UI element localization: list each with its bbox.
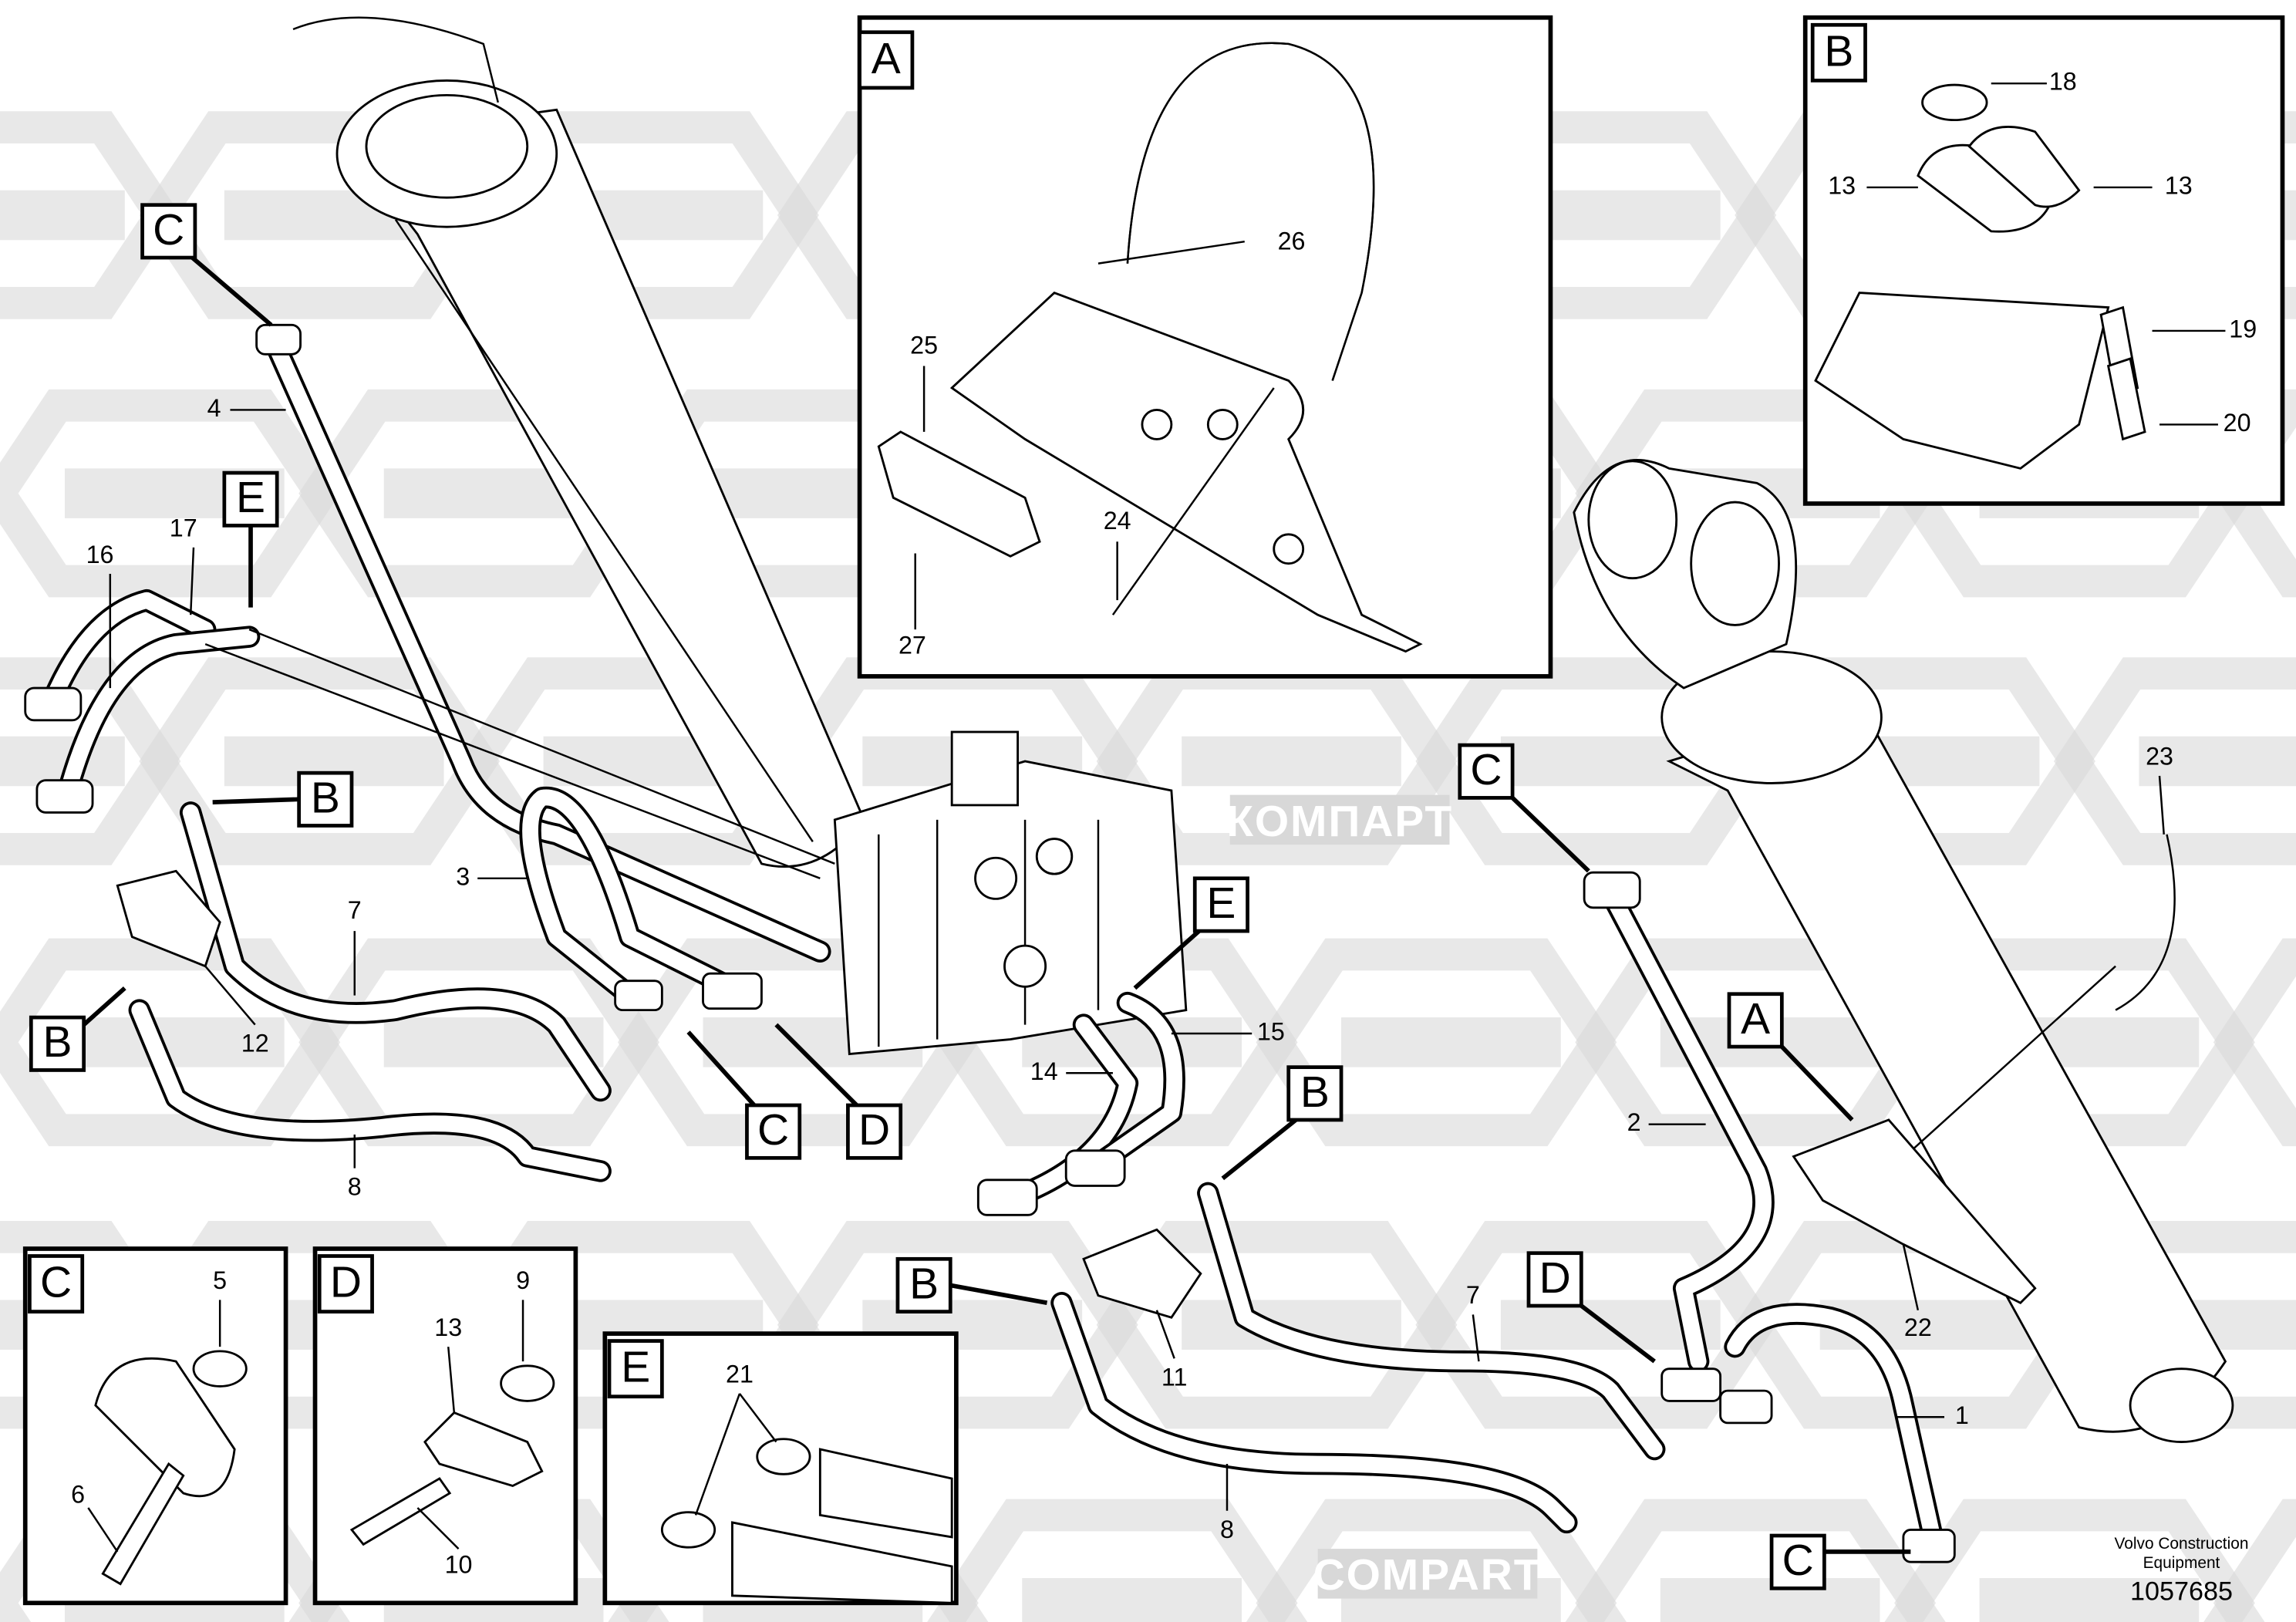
- left-cylinder: [292, 16, 865, 868]
- callout: 13: [434, 1313, 462, 1341]
- svg-text:B: B: [1824, 26, 1853, 76]
- svg-text:A: A: [872, 34, 901, 83]
- watermark-tile: [2213, 938, 2296, 1147]
- hoses: [40, 340, 2176, 1549]
- detail-box-c: C 5 6: [22, 1246, 288, 1606]
- svg-text:C: C: [153, 205, 184, 255]
- detail-box-d: D 9 13 10: [312, 1246, 578, 1606]
- marker-b: B: [1221, 1065, 1344, 1181]
- marker-a: A: [1727, 992, 1854, 1121]
- watermark: КОМПАРТ: [1226, 794, 1453, 846]
- svg-text:B: B: [909, 1259, 939, 1308]
- svg-text:B: B: [1300, 1067, 1330, 1117]
- svg-text:E: E: [1206, 878, 1236, 928]
- marker-b: B: [212, 771, 354, 828]
- svg-text:B: B: [42, 1017, 72, 1067]
- detail-box-a: A 26 25 24 27: [857, 15, 1553, 679]
- svg-text:A: A: [1741, 994, 1770, 1044]
- callout: 17: [170, 514, 197, 542]
- marker-d: D: [1526, 1251, 1656, 1364]
- callout: 4: [207, 394, 221, 422]
- control-valve: [833, 730, 1188, 1056]
- callout: 13: [2165, 171, 2193, 199]
- callout: 20: [2224, 409, 2251, 437]
- callout: 7: [348, 896, 362, 924]
- callout: 10: [445, 1550, 473, 1578]
- svg-text:C: C: [1470, 745, 1502, 794]
- callout: 18: [2049, 68, 2077, 96]
- callout: 6: [71, 1480, 85, 1508]
- marker-b: B: [895, 1256, 1048, 1313]
- marker-c: C: [140, 203, 273, 327]
- view-markers: C E B B C D E B B C A D C: [29, 203, 1911, 1590]
- svg-text:D: D: [1539, 1253, 1571, 1303]
- marker-b: B: [29, 986, 126, 1072]
- callout: 15: [1257, 1018, 1285, 1046]
- callout: 1: [1955, 1401, 1969, 1429]
- svg-text:E: E: [236, 473, 265, 522]
- callout: 5: [213, 1266, 227, 1294]
- svg-text:C: C: [40, 1258, 72, 1307]
- watermark-text: COMPART: [1313, 1550, 1542, 1600]
- marker-c: C: [686, 1030, 802, 1160]
- callout: 26: [1278, 228, 1306, 255]
- callout: 13: [1828, 171, 1856, 199]
- callout: 21: [726, 1361, 754, 1388]
- drawing-number: 1057685: [2130, 1577, 2233, 1607]
- watermark-tile: [2213, 1499, 2296, 1622]
- callout: 8: [348, 1173, 362, 1201]
- callout: 16: [86, 541, 114, 568]
- callout: 12: [241, 1030, 269, 1057]
- marker-c: C: [1458, 743, 1590, 873]
- watermark-bar: [1229, 794, 1450, 845]
- callout: 2: [1627, 1108, 1641, 1136]
- svg-text:E: E: [621, 1343, 650, 1392]
- marker-e: E: [1133, 876, 1249, 990]
- callout: 22: [1904, 1313, 1932, 1341]
- callout: 24: [1104, 507, 1131, 534]
- callout: 14: [1030, 1057, 1058, 1085]
- detail-box-b: B 18 13 13 19 20: [1802, 15, 2285, 506]
- right-cylinder: [1573, 459, 2234, 1443]
- callout: 25: [910, 331, 938, 359]
- leader-lines: [109, 409, 2165, 1511]
- watermark-tile: [1256, 938, 1617, 1147]
- marker-c: C: [1769, 1533, 1911, 1590]
- watermark-tile: [1894, 1499, 2255, 1622]
- watermark-tile: [2053, 657, 2296, 865]
- svg-text:C: C: [757, 1105, 789, 1155]
- svg-text:C: C: [1782, 1536, 1814, 1585]
- callout: 27: [899, 631, 926, 659]
- callout: 7: [1466, 1281, 1480, 1309]
- flanges: [24, 323, 1956, 1563]
- watermark-text: КОМПАРТ: [1226, 797, 1453, 846]
- watermark-bar: [1317, 1549, 1538, 1599]
- watermark: COMPART: [1313, 1549, 1542, 1600]
- callout: 8: [1220, 1516, 1234, 1543]
- svg-text:D: D: [858, 1105, 890, 1155]
- title-block: Volvo Construction Equipment 1057685: [2115, 1535, 2249, 1606]
- detail-box-e: E 21: [602, 1331, 959, 1606]
- watermark-tile: [1575, 1499, 1937, 1622]
- watermark-tile: [298, 938, 659, 1147]
- callout: 11: [1161, 1363, 1187, 1391]
- svg-text:B: B: [311, 773, 340, 822]
- brand-line2: Equipment: [2143, 1554, 2220, 1572]
- svg-text:D: D: [330, 1258, 362, 1307]
- callout: 9: [516, 1266, 530, 1294]
- marker-e: E: [222, 470, 279, 608]
- callout: 19: [2229, 315, 2257, 342]
- callout: 23: [2146, 743, 2173, 771]
- main-callouts: 4 16 17 3 7 12 8 14 15 2 7 11 8 1 22 23: [86, 394, 2173, 1543]
- marker-d: D: [774, 1023, 903, 1160]
- callout: 3: [456, 862, 470, 890]
- watermark-text-layer: КОМПАРТ COMPART: [1226, 794, 1542, 1600]
- watermark-tile: [0, 111, 181, 319]
- brand-line1: Volvo Construction: [2115, 1535, 2249, 1553]
